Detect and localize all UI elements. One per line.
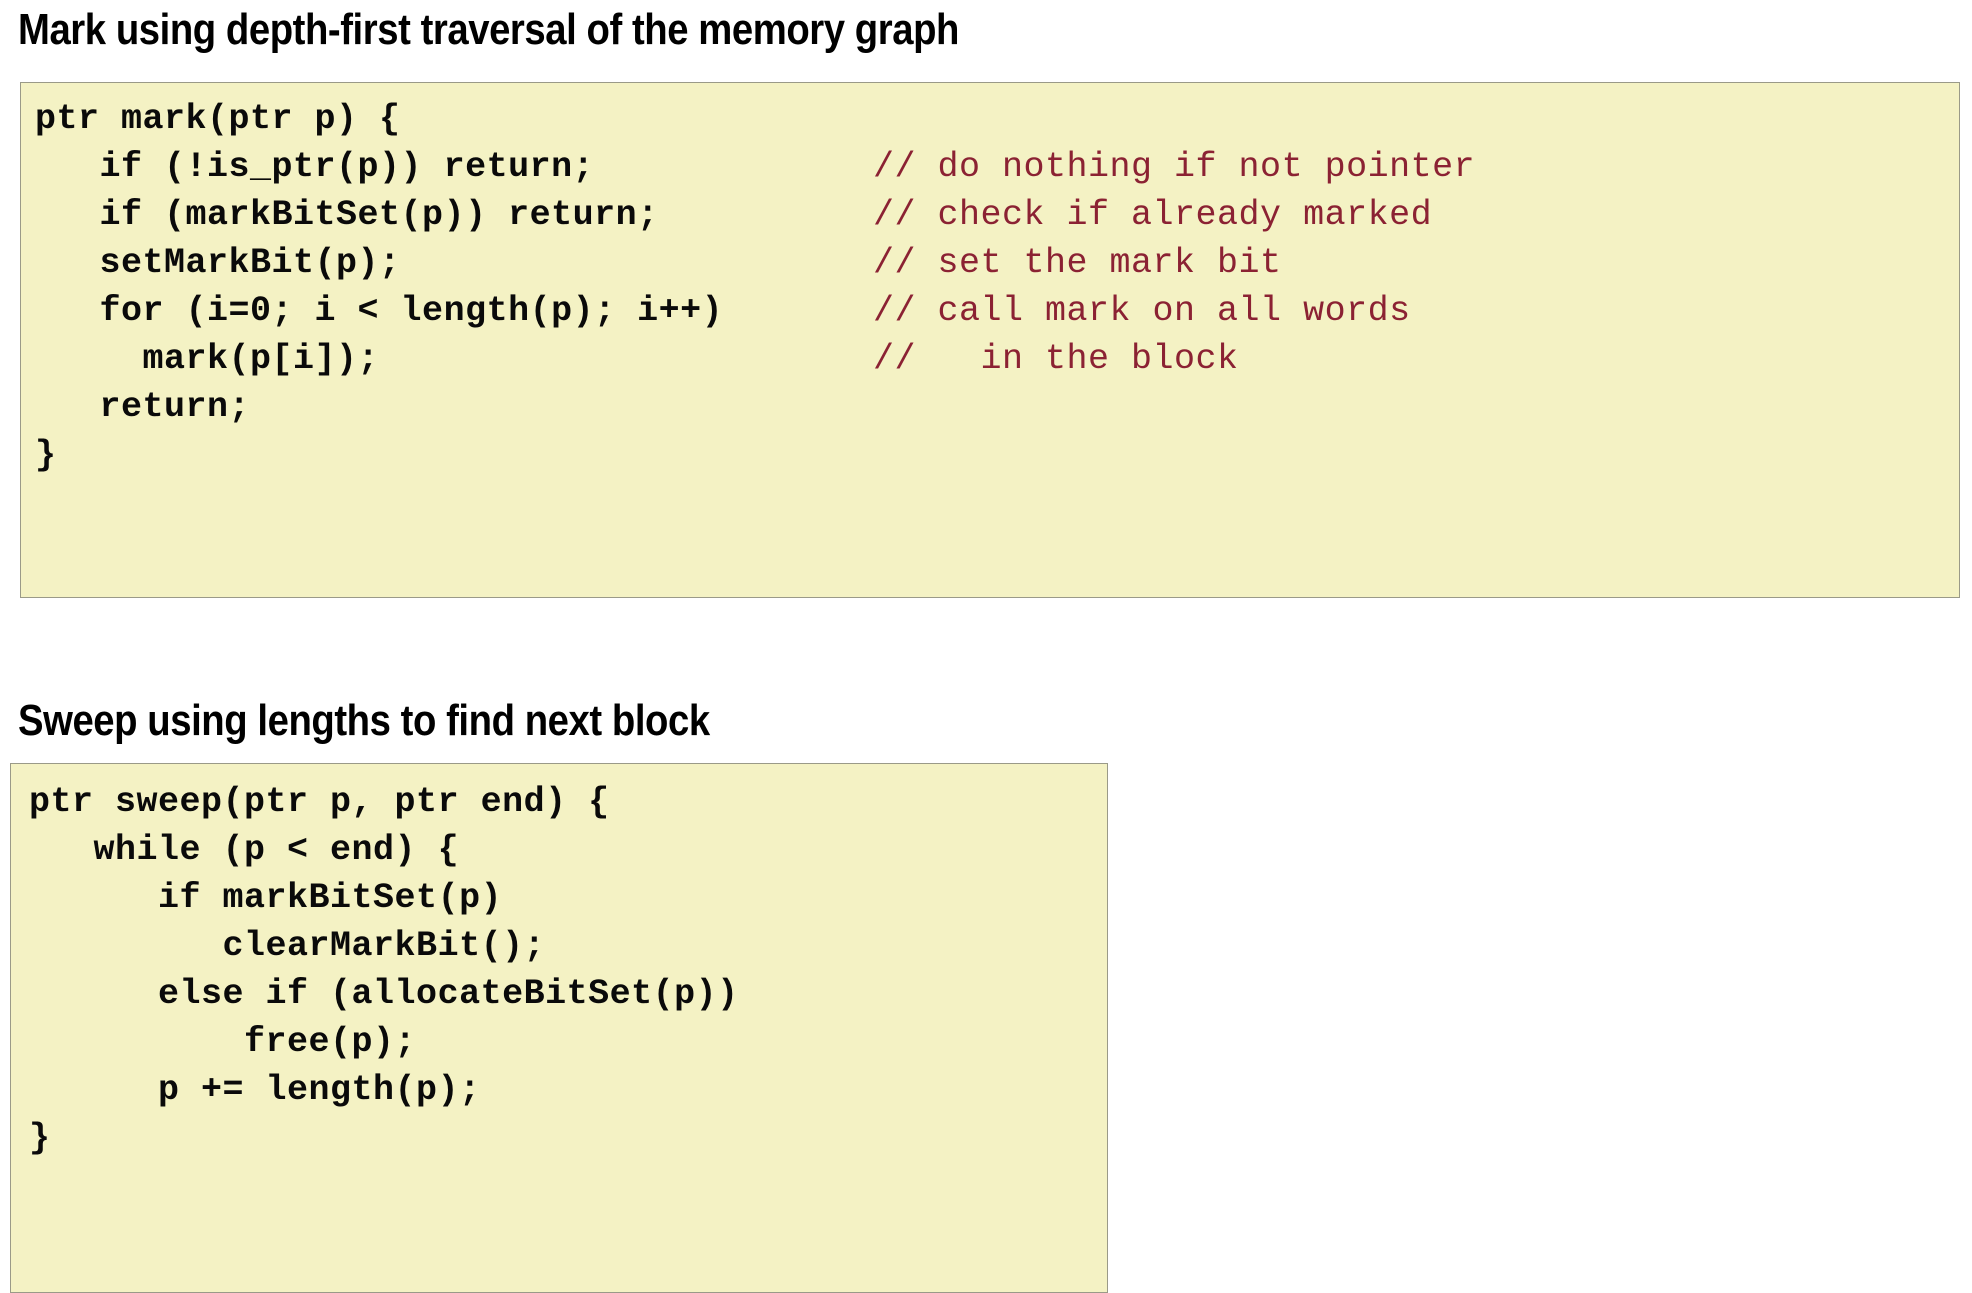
code-comment: // in the block [873, 339, 1239, 379]
code-line-list-sweep: ptr sweep(ptr p, ptr end) { while (p < e… [11, 778, 1107, 1162]
code-statement: if (!is_ptr(p)) return; [35, 147, 595, 187]
code-statement: else if (allocateBitSet(p)) [29, 974, 739, 1014]
code-statement: mark(p[i]); [35, 339, 380, 379]
code-comment: // set the mark bit [873, 243, 1282, 283]
code-statement: if (markBitSet(p)) return; [35, 195, 659, 235]
heading-mark-section: Mark using depth-first traversal of the … [18, 5, 959, 54]
code-line: ptr sweep(ptr p, ptr end) { [11, 778, 1107, 826]
code-line: else if (allocateBitSet(p)) [11, 970, 1107, 1018]
code-statement: if markBitSet(p) [29, 878, 503, 918]
code-statement: free(p); [29, 1022, 417, 1062]
code-statement: while (p < end) { [29, 830, 460, 870]
code-line: free(p); [11, 1018, 1107, 1066]
code-statement: ptr sweep(ptr p, ptr end) { [29, 782, 610, 822]
code-statement: setMarkBit(p); [35, 243, 401, 283]
code-comment: // do nothing if not pointer [873, 147, 1476, 187]
code-line: for (i=0; i < length(p); i++) // call ma… [21, 287, 1959, 335]
code-line: p += length(p); [11, 1066, 1107, 1114]
code-statement: p += length(p); [29, 1070, 481, 1110]
code-statement: return; [35, 387, 251, 427]
code-line: if markBitSet(p) [11, 874, 1107, 922]
code-line: return; [21, 383, 1959, 431]
code-comment: // check if already marked [873, 195, 1433, 235]
code-statement: } [35, 435, 57, 475]
code-statement: clearMarkBit(); [29, 926, 546, 966]
code-line: } [11, 1114, 1107, 1162]
code-line: if (!is_ptr(p)) return; // do nothing if… [21, 143, 1959, 191]
code-line: clearMarkBit(); [11, 922, 1107, 970]
code-line-list-mark: ptr mark(ptr p) { if (!is_ptr(p)) return… [21, 95, 1959, 479]
code-statement: } [29, 1118, 51, 1158]
code-statement: ptr mark(ptr p) { [35, 99, 401, 139]
code-line: ptr mark(ptr p) { [21, 95, 1959, 143]
code-block-sweep: ptr sweep(ptr p, ptr end) { while (p < e… [10, 763, 1108, 1293]
code-line: if (markBitSet(p)) return; // check if a… [21, 191, 1959, 239]
code-line: } [21, 431, 1959, 479]
code-line: mark(p[i]); // in the block [21, 335, 1959, 383]
code-statement: for (i=0; i < length(p); i++) [35, 291, 724, 331]
heading-sweep-section: Sweep using lengths to find next block [18, 696, 710, 745]
code-line: while (p < end) { [11, 826, 1107, 874]
code-line: setMarkBit(p); // set the mark bit [21, 239, 1959, 287]
code-comment: // call mark on all words [873, 291, 1411, 331]
code-block-mark: ptr mark(ptr p) { if (!is_ptr(p)) return… [20, 82, 1960, 598]
